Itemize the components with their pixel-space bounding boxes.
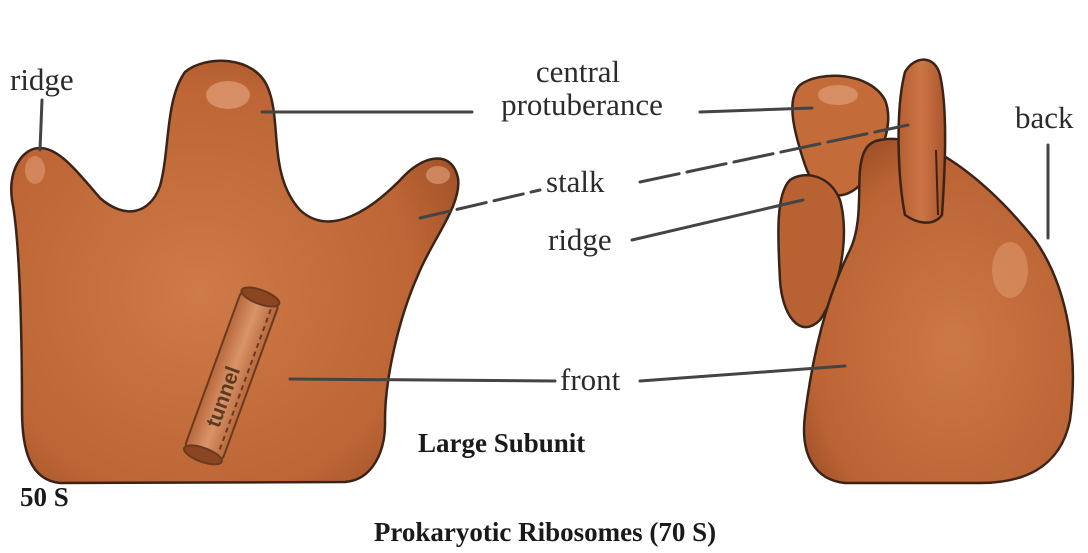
label-central-line1: central [536, 54, 620, 89]
label-front: front [560, 362, 621, 397]
large-subunit-front-view: tunnel [11, 61, 458, 483]
central-protuberance-highlight [206, 81, 250, 109]
label-sedimentation-50s: 50 S [20, 482, 69, 512]
label-ridge-left: ridge [10, 62, 74, 97]
leader-ridge-left [40, 100, 42, 150]
back-highlight [992, 242, 1028, 298]
label-large-subunit: Large Subunit [418, 428, 585, 458]
label-ridge-right: ridge [548, 222, 612, 257]
ridge-highlight [25, 156, 45, 184]
label-stalk: stalk [546, 164, 605, 199]
stalk-tip-highlight [426, 166, 450, 184]
leader-front-left [290, 379, 555, 381]
diagram-caption: Prokaryotic Ribosomes (70 S) [374, 517, 716, 547]
label-back: back [1015, 100, 1074, 135]
side-protuberance-highlight [818, 85, 858, 105]
label-central-line2: protuberance [501, 87, 663, 122]
